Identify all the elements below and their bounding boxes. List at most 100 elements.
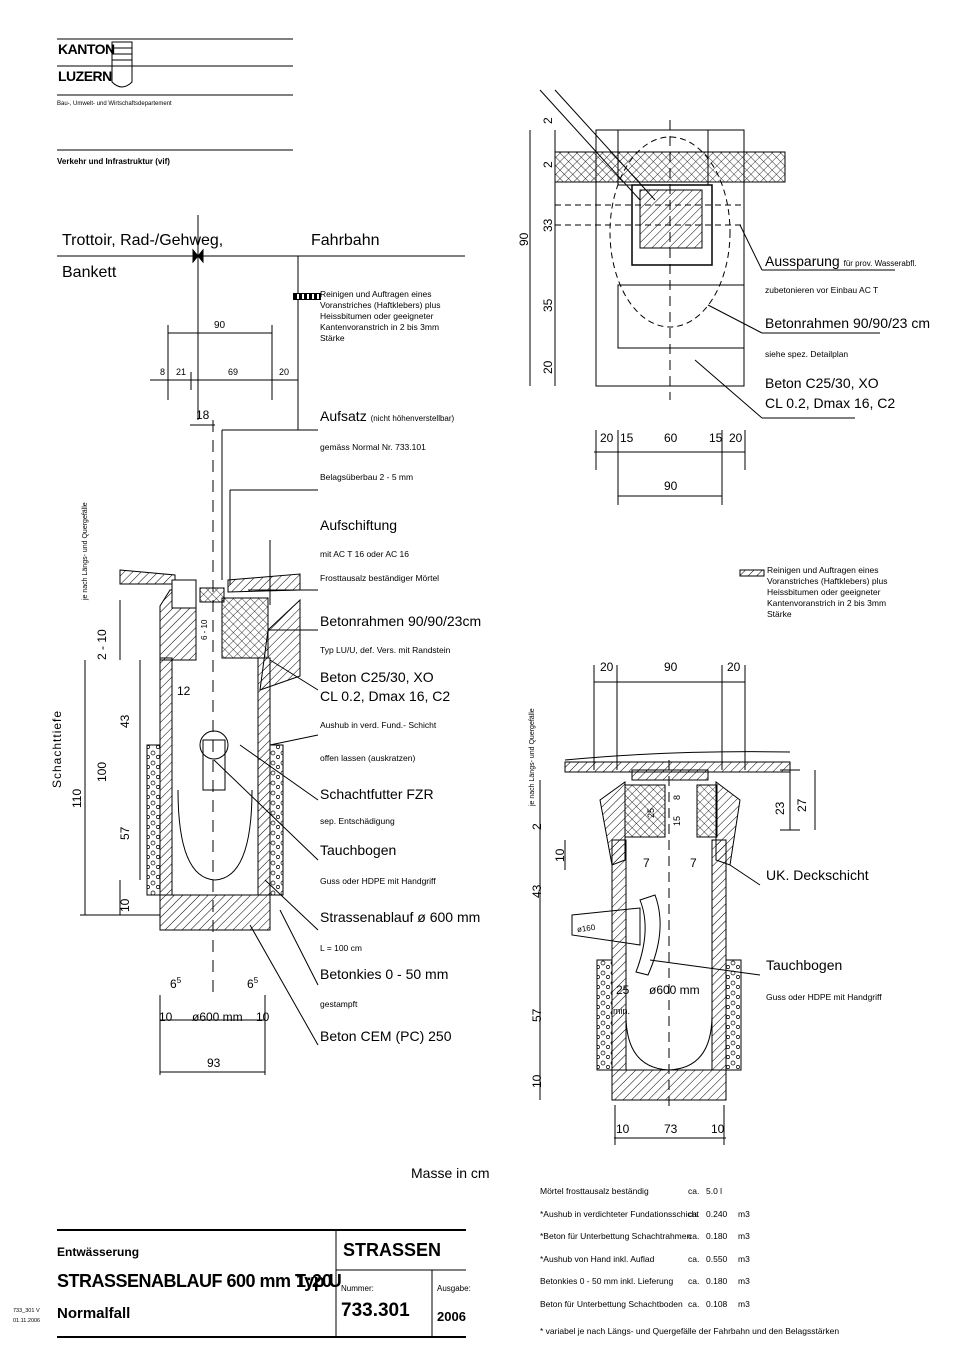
aufschiftung-label: Aufschiftung [320, 517, 398, 533]
dim-73-bottom: 73 [664, 1122, 678, 1136]
division-name: Verkehr und Infrastruktur (vif) [57, 157, 170, 166]
schachttiefe-label: Schachttiefe [50, 709, 64, 788]
dim-90-top-right: 90 [517, 232, 531, 246]
offen-label: offen lassen (auskratzen) [320, 753, 416, 763]
dim-8-bottom-right: 8 [672, 794, 682, 800]
belag-label: Belagsüberbau 2 - 5 mm [320, 472, 414, 482]
label-trottoir: Trottoir, Rad-/Gehweg, [62, 232, 224, 249]
aussparung-label: Aussparung für prov. Wasserabfl. [765, 253, 917, 269]
tauchbogen-sub-right: Guss oder HDPE mit Handgriff [766, 992, 882, 1002]
edition-label: Ausgabe: [437, 1284, 471, 1293]
dim-20b-bottom-right: 20 [727, 660, 741, 674]
quantity-row: *Aushub in verdichteter Fundationsschich… [540, 1208, 750, 1219]
min-label: min. [613, 1006, 631, 1016]
frost-label: Frosttausalz beständiger Mörtel [320, 573, 440, 583]
beton-spec-2-left: CL 0.2, Dmax 16, C2 [320, 688, 451, 704]
dim-21-left: 21 [176, 367, 187, 377]
slope-note-right: je nach Längs- und Quergefälle [529, 708, 536, 806]
logo-kanton: KANTON [58, 41, 115, 57]
dim-69-left: 69 [228, 367, 239, 377]
title-scale: 1:20 [296, 1271, 333, 1291]
tauchbogen-label-left: Tauchbogen [320, 842, 397, 858]
betonrahmen-label-left: Betonrahmen 90/90/23cm [320, 613, 482, 629]
label-fahrbahn: Fahrbahn [311, 232, 380, 249]
quantity-row: Mörtel frosttausalz beständig ca. 5.0 l [540, 1186, 723, 1196]
dim-43-bottom-right: 43 [530, 884, 544, 898]
dim-7a-bottom-right: 7 [643, 856, 650, 870]
dim-10b-bottom-right: 10 [530, 1074, 544, 1088]
dim-600-left: ø600 mm [192, 1010, 243, 1024]
dim-2-10-left: 2 - 10 [95, 629, 109, 660]
left-section-drawing [57, 215, 465, 1075]
dim-25-bottom-right: 25 [616, 983, 630, 997]
dim-100-left: 100 [95, 761, 109, 782]
dim-90-total-top-right: 90 [664, 479, 678, 493]
dim-93-left: 93 [207, 1056, 221, 1070]
aufsatz-sub: gemäss Normal Nr. 733.101 [320, 442, 426, 452]
beton-cem-label: Beton CEM (PC) 250 [320, 1028, 452, 1044]
logo-lines [57, 38, 293, 151]
dim-57-left: 57 [118, 826, 132, 840]
dim-57-bottom-right: 57 [530, 1008, 544, 1022]
dim-25-top-bottom-right: 25 [646, 807, 656, 818]
dim-110-left: 110 [70, 788, 84, 808]
dim-2a-top-right: 2 [541, 117, 555, 124]
number-label: Nummer: [341, 1284, 374, 1293]
quantity-row: Betonkies 0 - 50 mm inkl. Lieferung ca. … [540, 1276, 750, 1286]
schachtfutter-label: Schachtfutter FZR [320, 786, 434, 802]
dim-20a-bottom-right: 20 [600, 660, 614, 674]
title-block-frame [57, 1229, 466, 1338]
edition-year: 2006 [437, 1309, 466, 1324]
bottom-right-section-drawing [539, 569, 816, 1145]
footnote: * variabel je nach Längs- und Quergefäll… [540, 1326, 840, 1336]
dim-2-bottom-right: 2 [530, 823, 544, 830]
side-code-2: 01.11.2006 [13, 1318, 41, 1324]
dim-7b-bottom-right: 7 [690, 856, 697, 870]
dim-10-left: 10 [118, 898, 132, 912]
schachtfutter-sub: sep. Entschädigung [320, 816, 395, 826]
dim-18-left: 18 [196, 408, 210, 422]
dim-15b-top-right: 15 [709, 431, 723, 445]
betonrahmen-sub-top-right: siehe spez. Detailplan [765, 349, 849, 359]
betonrahmen-sub-left: Typ LU/U, def. Vers. mit Randstein [320, 645, 451, 655]
logo-luzern: LUZERN [58, 68, 112, 84]
dim-23-bottom-right: 23 [773, 801, 787, 815]
top-right-plan-drawing [529, 89, 895, 505]
dim-20-top-right: 20 [541, 360, 555, 374]
dim-43-left: 43 [118, 714, 132, 728]
reinigen-note-left: Reinigen und Auftragen eines Voranstrich… [320, 289, 441, 343]
dim-6-10-left: 6 - 10 [200, 619, 209, 640]
tauchbogen-label-right: Tauchbogen [766, 957, 843, 973]
dim-15a-top-right: 15 [620, 431, 634, 445]
quantity-row: Beton für Unterbettung Schachtboden ca. … [540, 1298, 750, 1309]
dim-12-left: 12 [177, 684, 191, 698]
dim-20a-top-right: 20 [600, 431, 614, 445]
legend-swatch-left [293, 293, 321, 300]
uk-deckschicht-label: UK. Deckschicht [766, 867, 869, 883]
label-bankett: Bankett [62, 264, 117, 281]
aussparung-sub: zubetonieren vor Einbau AC T [765, 285, 879, 295]
betonkies-sub: gestampft [320, 999, 358, 1009]
dim-60-top-right: 60 [664, 431, 678, 445]
dim-15-bottom-right: 15 [672, 815, 682, 826]
strassenablauf-sub: L = 100 cm [320, 943, 362, 953]
dim-10a-left: 10 [159, 1010, 173, 1024]
dim-35-top-right: 35 [541, 298, 555, 312]
title-section: STRASSEN [343, 1240, 442, 1260]
dim-6-5-left-a: 65 [170, 976, 182, 991]
beton-spec-1-left: Beton C25/30, XO [320, 669, 434, 685]
dim-20-left: 20 [279, 367, 290, 377]
quantities-table: Mörtel frosttausalz beständig ca. 5.0 l … [540, 1180, 750, 1315]
reinigen-note-right: Reinigen und Auftragen eines Voranstrich… [767, 565, 888, 619]
slope-note-left: je nach Längs- und Quergefälle [82, 502, 89, 600]
dim-20b-top-right: 20 [729, 431, 743, 445]
quantity-row: *Aushub von Hand inkl. Auflad ca. 0.550 … [540, 1253, 750, 1264]
dim-90-bottom-right: 90 [664, 660, 678, 674]
dim-600-bottom-right: ø600 mm [649, 983, 700, 997]
dim-33-top-right: 33 [541, 218, 555, 232]
legend-swatch-right [741, 570, 765, 574]
title-main: STRASSENABLAUF 600 mm Typ U [57, 1271, 342, 1291]
dim-90-left: 90 [214, 320, 226, 331]
betonrahmen-label-top-right: Betonrahmen 90/90/23 cm [765, 315, 930, 331]
masse-note: Masse in cm [411, 1165, 490, 1181]
